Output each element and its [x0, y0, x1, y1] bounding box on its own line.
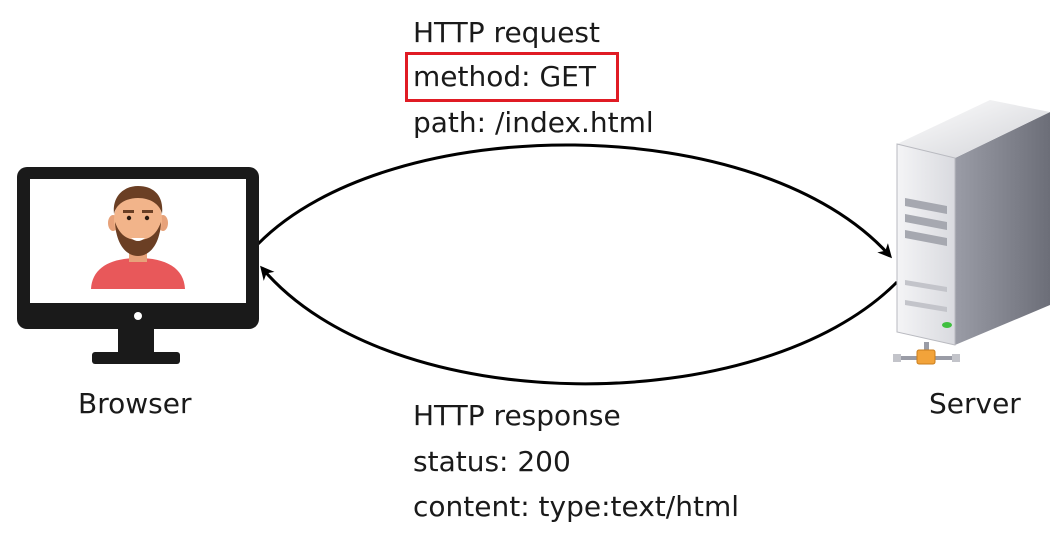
request-arrow — [256, 143, 892, 259]
browser-label: Browser — [78, 387, 192, 420]
response-title: HTTP response — [413, 399, 621, 432]
response-arrow — [260, 265, 899, 386]
monitor-user-icon — [17, 167, 259, 364]
request-path: path: /index.html — [413, 106, 654, 139]
server-tower-icon — [893, 100, 1050, 365]
request-title: HTTP request — [413, 16, 600, 49]
user-avatar-icon — [91, 186, 185, 289]
response-status: status: 200 — [413, 445, 571, 478]
server-label: Server — [929, 387, 1021, 420]
response-content: content: type:text/html — [413, 490, 739, 523]
request-method: method: GET — [413, 60, 596, 93]
method-highlight-box — [405, 52, 619, 102]
